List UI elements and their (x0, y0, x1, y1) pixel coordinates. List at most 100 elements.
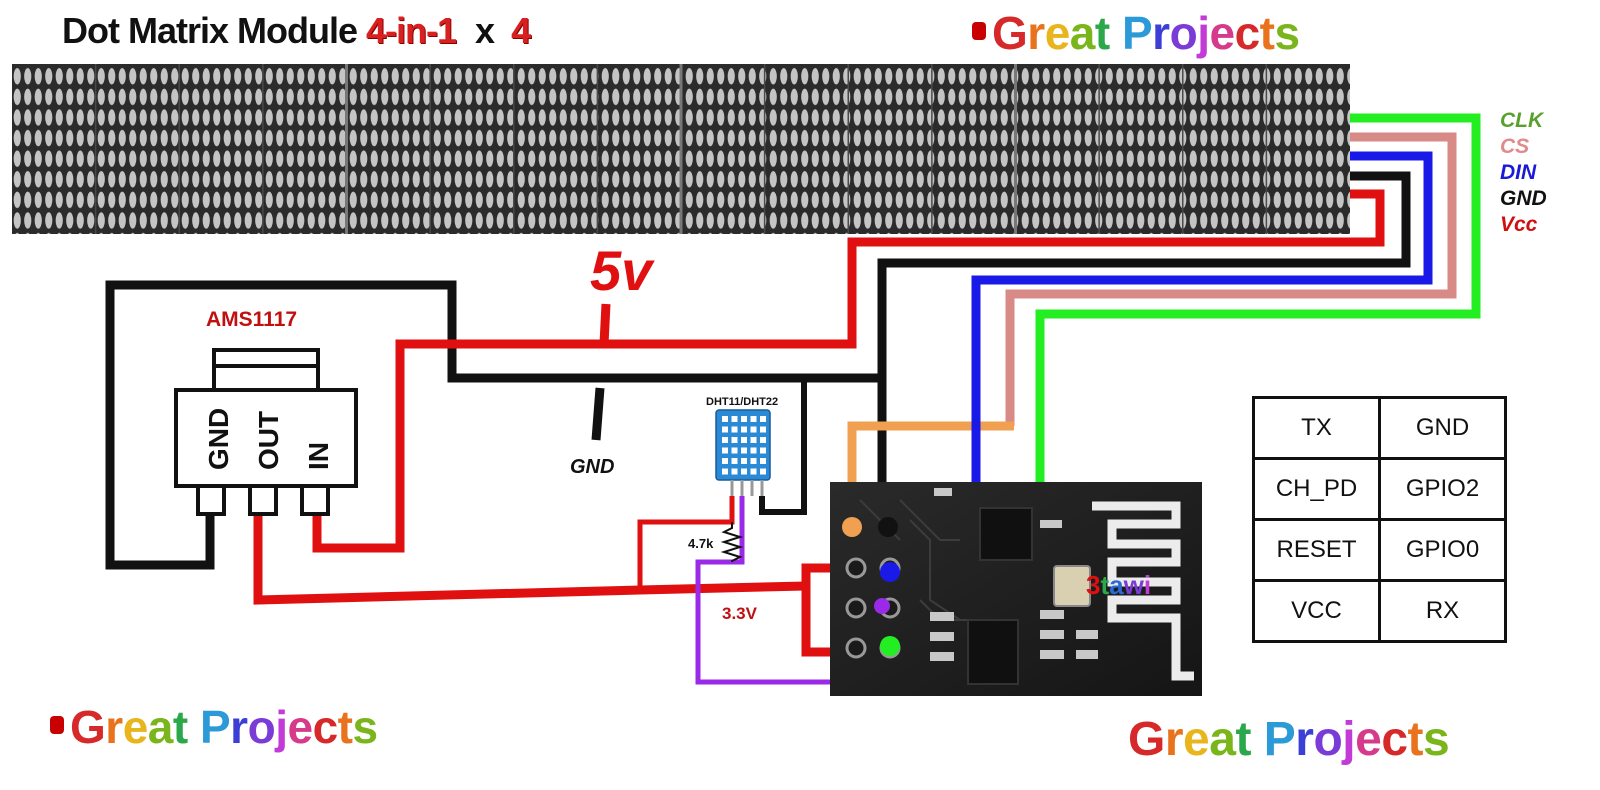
sensor-vent (760, 437, 766, 443)
brand-letter (1110, 7, 1122, 59)
cs-wire (1005, 132, 1457, 426)
sensor-vent (741, 468, 747, 475)
legend-vcc: Vcc (1500, 213, 1538, 236)
sensor-vent (722, 437, 728, 443)
esp-crystal (1053, 565, 1091, 607)
vcc-5v-wire (312, 189, 1385, 553)
brand-letter: t (337, 701, 353, 753)
gnd-wire-matrix (877, 171, 1411, 510)
brand-logo-bottom-left: Great Projects (50, 700, 378, 754)
sensor-vent (722, 458, 728, 464)
label-sensor: DHT11/DHT22 (706, 396, 779, 408)
table-row: RESET GPIO0 (1252, 518, 1507, 582)
pin-cell: GND (1378, 396, 1507, 460)
ams1117-regulator (174, 348, 358, 516)
brand-dot-icon (50, 715, 64, 734)
sensor-vent (731, 426, 738, 433)
label-esp-brand: 3tawi (1086, 570, 1151, 601)
brand-letter: a (1109, 570, 1124, 600)
sensor-vent (750, 447, 757, 454)
data-wire-terminal (874, 598, 890, 614)
sensor-vent (722, 426, 728, 433)
brand-letter: r (1164, 713, 1184, 766)
pin-cell: VCC (1252, 579, 1381, 643)
brand-letter: o (1169, 7, 1198, 59)
brand-text: Great Projects (70, 701, 378, 753)
legend-din: DIN (1500, 161, 1537, 184)
sensor-vent (750, 416, 757, 422)
sensor-vent (741, 447, 747, 454)
vcc-33v-esp-link (801, 563, 840, 657)
brand-dot-icon (972, 21, 986, 40)
sensor-vent (722, 447, 728, 454)
sensor-vent (760, 426, 766, 433)
brand-letter: a (147, 701, 174, 753)
sensor-vent (731, 437, 738, 443)
gnd-wire-terminal (878, 517, 898, 537)
sensor-vent (750, 458, 757, 464)
brand-letter: o (247, 701, 276, 753)
pin-cell: CH_PD (1252, 457, 1381, 521)
brand-letter (1251, 713, 1264, 766)
brand-letter: s (352, 701, 378, 753)
legend-gnd: GND (1500, 187, 1547, 210)
title-times: x (475, 10, 495, 51)
gnd-wire-regulator (105, 280, 882, 570)
pin-cell: RX (1378, 579, 1507, 643)
sensor-vent (722, 416, 728, 422)
sensor-vent (750, 426, 757, 433)
brand-letter: t (172, 701, 188, 753)
brand-letter (188, 701, 200, 753)
pin-cell: GPIO2 (1378, 457, 1507, 521)
title-main: Dot Matrix Module (62, 10, 358, 51)
brand-logo-top: Great Projects (972, 6, 1300, 60)
sensor-vent (750, 468, 757, 475)
brand-letter: r (1152, 7, 1170, 59)
sensor-vent (760, 468, 766, 475)
table-row: VCC RX (1252, 579, 1507, 643)
vcc-33v-wire (253, 510, 807, 605)
sensor-vent (750, 437, 757, 443)
sensor-vent (741, 437, 747, 443)
gnd-wire-sensor (759, 380, 807, 515)
dot-matrix-module (12, 64, 1350, 234)
brand-letter: w (1123, 570, 1144, 600)
brand-letter: 3 (1086, 570, 1101, 600)
brand-letter: P (1121, 7, 1153, 59)
brand-letter: t (1259, 7, 1275, 59)
pin-cell: RESET (1252, 518, 1381, 582)
page-title: Dot Matrix Module 4-in-1 x 4 (62, 10, 531, 52)
regulator-pin-out: OUT (253, 411, 284, 470)
sensor-vent (731, 458, 738, 464)
title-count: 4 (511, 10, 531, 51)
brand-letter: e (122, 701, 149, 753)
brand-text: Great Projects (992, 7, 1300, 59)
brand-logo-bottom-right: Great Projects (1128, 712, 1450, 767)
brand-letter: e (1183, 713, 1210, 766)
brand-text: Great Projects (1128, 713, 1450, 766)
legend-clk: CLK (1500, 109, 1544, 132)
brand-letter: r (1027, 7, 1045, 59)
label-regulator: AMS1117 (206, 308, 298, 331)
sensor-vent (722, 468, 728, 475)
sensor-vent (760, 447, 766, 454)
legend-cs: CS (1500, 135, 1530, 158)
brand-letter: j (1342, 713, 1356, 766)
brand-letter: c (1234, 7, 1261, 59)
brand-letter: c (1381, 713, 1408, 766)
regulator-pin-in: IN (303, 442, 334, 470)
brand-letter: c (312, 701, 339, 753)
brand-letter: t (1407, 713, 1424, 766)
esp01-module (830, 482, 1202, 696)
brand-letter: e (287, 701, 313, 753)
brand-letter: r (1295, 713, 1314, 766)
regulator-pin-gnd: GND (203, 408, 234, 470)
pin-cell: TX (1252, 396, 1381, 460)
brand-letter: s (1274, 7, 1300, 59)
sensor-vent (731, 468, 738, 475)
brand-letter: e (1355, 713, 1382, 766)
wire-legend: CLK CS DIN GND Vcc (1500, 108, 1547, 238)
pin-cell: GPIO0 (1378, 518, 1507, 582)
brand-letter: r (230, 701, 248, 753)
